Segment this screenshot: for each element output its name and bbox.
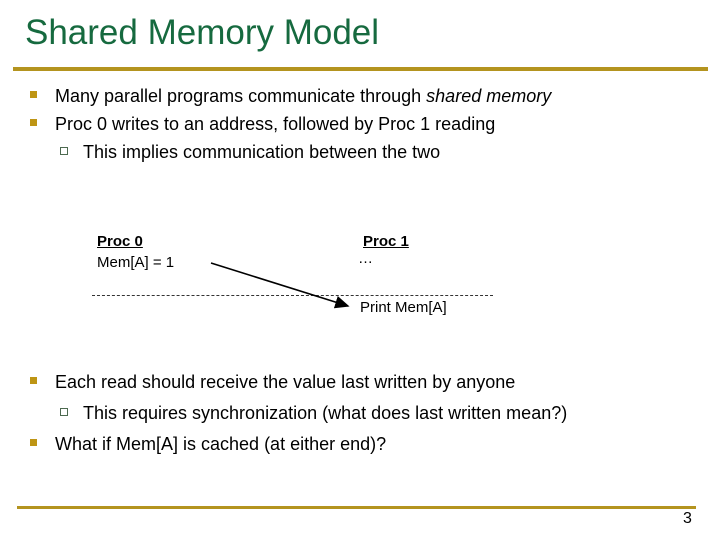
subbullet-text: This implies communication between the t… — [83, 142, 441, 162]
page-number: 3 — [683, 510, 692, 527]
diagram-print-label: Print Mem[A] — [360, 299, 447, 316]
dashed-timeline-divider — [92, 295, 493, 296]
title-underline — [13, 67, 708, 71]
bullet-text-italic: shared memory — [426, 86, 552, 106]
square-bullet-icon — [30, 439, 37, 446]
bullet-text: Many parallel programs communicate throu… — [55, 82, 551, 110]
bullet-each-read: Each read should receive the value last … — [30, 368, 515, 396]
diagram-proc0-action: Mem[A] = 1 — [97, 254, 175, 271]
diagram-proc1-title: Proc 1 — [363, 233, 409, 250]
diagram-proc1-action: … — [358, 250, 373, 267]
bullet-what-if-cached: What if Mem[A] is cached (at either end)… — [30, 430, 386, 458]
bullet-shared-memory: Many parallel programs communicate throu… — [30, 82, 551, 110]
bullet-text-normal: Many parallel programs communicate throu… — [55, 86, 427, 106]
square-bullet-icon — [30, 119, 37, 126]
diagram-proc0-title: Proc 0 — [97, 233, 143, 250]
subbullet-implies-communication: This implies communication between the t… — [60, 138, 440, 166]
hollow-square-bullet-icon — [60, 408, 68, 416]
communication-arrow-icon — [210, 262, 350, 309]
page-title: Shared Memory Model — [25, 13, 380, 52]
bullet-text: Proc 0 writes to an address, followed by… — [55, 114, 496, 134]
subbullet-requires-synchronization: This requires synchronization (what does… — [60, 399, 567, 427]
hollow-square-bullet-icon — [60, 147, 68, 155]
bullet-text: Each read should receive the value last … — [55, 372, 516, 392]
square-bullet-icon — [30, 377, 37, 384]
footer-rule — [17, 506, 696, 509]
subbullet-text: This requires synchronization (what does… — [83, 403, 568, 423]
bullet-text: What if Mem[A] is cached (at either end)… — [55, 434, 387, 454]
bullet-proc0-writes: Proc 0 writes to an address, followed by… — [30, 110, 495, 138]
square-bullet-icon — [30, 91, 37, 98]
